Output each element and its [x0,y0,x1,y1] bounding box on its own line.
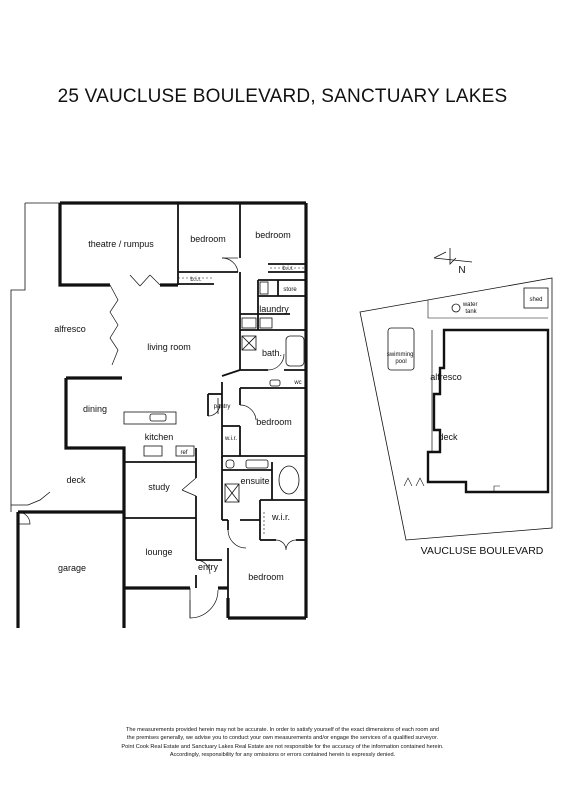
label-ensuite: ensuite [240,476,269,486]
outdoor-outlines [10,202,60,512]
label-alfresco: alfresco [54,324,86,334]
interior-walls [123,203,306,598]
label-bedroom-3: bedroom [256,417,292,427]
label-shed: shed [529,297,542,303]
label-garage: garage [58,563,86,573]
house-footprint [426,328,550,494]
water-tank-line-1: water [462,302,478,308]
label-pantry: pantry [214,404,231,410]
label-store: store [283,287,297,293]
street-label: VAUCLUSE BOULEVARD [421,545,544,557]
label-wir-1: w.i.r. [224,436,237,442]
water-tank [451,303,461,313]
disclaimer-line: The measurements provided herein may not… [125,727,440,733]
lot-boundary [359,277,553,541]
label-study: study [148,482,170,492]
alfresco-deck-outline [428,330,433,453]
swimming-pool [387,327,415,371]
label-dining: dining [83,404,107,414]
pool-line-2: pool [395,359,406,365]
label-theatre: theatre / rumpus [88,239,154,249]
site-plan: N shed water tank swimming pool alfresco… [359,248,553,557]
north-arrow-icon [433,248,473,265]
door-swings [17,257,297,619]
front-marks [403,477,549,492]
label-living-room: living room [147,342,191,352]
label-bedroom-1: bedroom [190,234,226,244]
label-water-tank: water tank [462,302,479,315]
fixtures [123,281,305,503]
label-ref: ref [180,450,187,456]
label-bir-2: b.i.r. [282,266,294,272]
label-bath: bath. [262,348,282,358]
wardrobes [178,267,304,534]
label-bedroom-2: bedroom [255,230,291,240]
fence-top [427,300,548,319]
label-wc: wc [293,380,301,386]
pool-line-1: swimming [387,352,414,358]
label-entry: entry [198,562,219,572]
label-wir-2: w.i.r. [271,512,290,522]
disclaimer-line: Accordingly, responsibility for any omis… [169,752,396,759]
label-kitchen: kitchen [145,432,174,442]
floor-plan [10,201,308,628]
shed [523,287,549,309]
label-lounge: lounge [145,547,172,557]
site-label-deck: deck [438,432,458,442]
north-label: N [458,265,465,276]
disclaimer-line: the premises generally, we advise you to… [126,735,439,742]
water-tank-line-2: tank [465,309,477,315]
disclaimer-line: Point Cook Real Estate and Sanctuary Lak… [121,743,444,750]
disclaimer: The measurements provided herein may not… [40,726,525,760]
label-bir-1: b.i.r. [190,277,202,283]
exterior-walls [16,201,308,628]
page-title: 25 VAUCLUSE BOULEVARD, SANCTUARY LAKES [57,86,508,107]
room-labels: theatre / rumpus bedroom bedroom b.i.r. … [54,230,301,582]
label-pool: swimming pool [387,352,415,365]
site-label-alfresco: alfresco [430,372,462,382]
label-deck: deck [66,475,86,485]
label-laundry: laundry [259,304,289,314]
label-bedroom-4: bedroom [248,572,284,582]
